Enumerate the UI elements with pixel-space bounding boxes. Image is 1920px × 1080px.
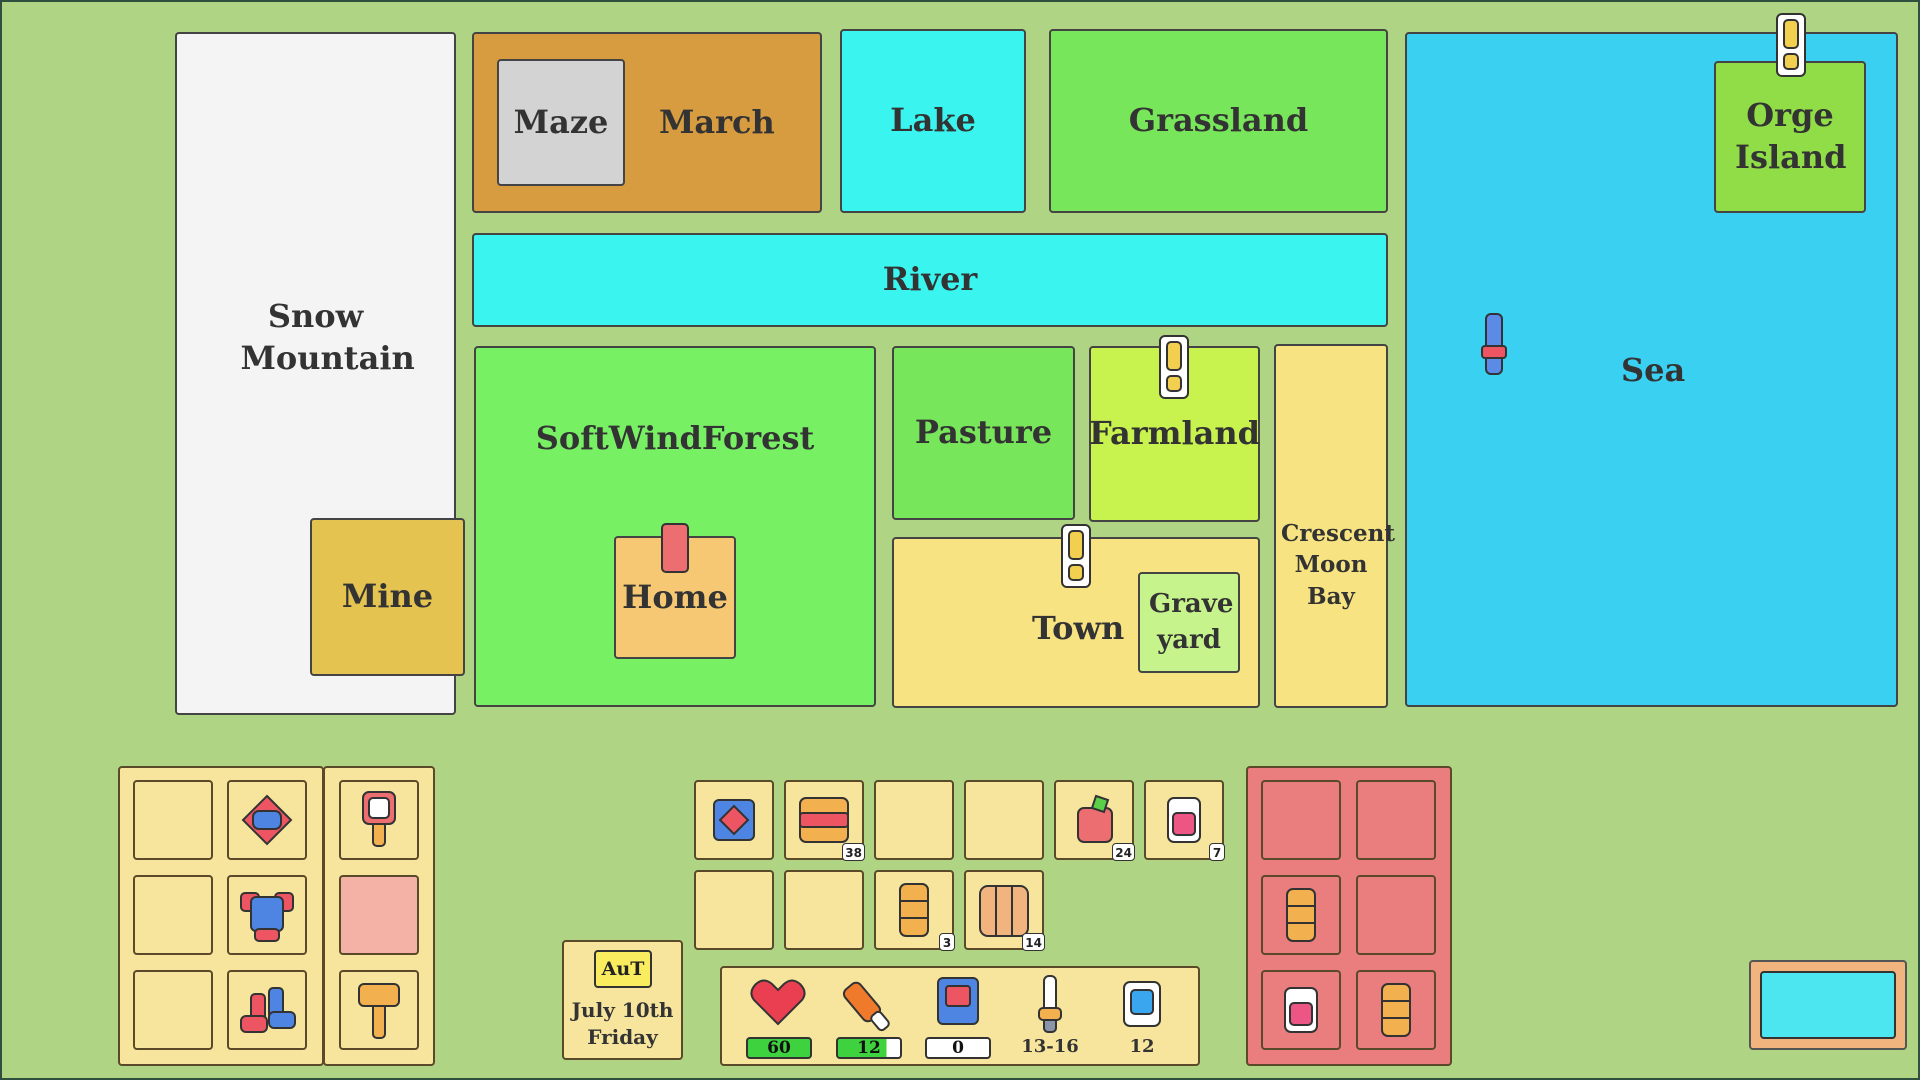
date-text: July 10th bbox=[571, 998, 674, 1022]
jam-jar-icon bbox=[1284, 987, 1318, 1033]
region-grassland[interactable]: Grassland bbox=[1049, 29, 1388, 213]
equipment-slot[interactable] bbox=[227, 875, 307, 955]
wood-log-icon bbox=[979, 885, 1029, 937]
item-count: 7 bbox=[1209, 843, 1225, 861]
region-label: River bbox=[882, 260, 978, 299]
region-label: SoftWindForest bbox=[535, 419, 815, 457]
equipment-slot[interactable] bbox=[227, 970, 307, 1050]
gem-icon bbox=[713, 799, 755, 841]
health-value: 60 bbox=[767, 1038, 791, 1058]
region-label: Mine bbox=[341, 577, 434, 616]
storage-slot[interactable] bbox=[1261, 875, 1341, 955]
season-badge: AuT bbox=[594, 950, 652, 988]
exclamation-marker-icon[interactable] bbox=[1776, 13, 1806, 77]
storage-slot[interactable] bbox=[1261, 780, 1341, 860]
thermometer-icon bbox=[1038, 975, 1062, 1033]
region-crescent-moon-bay[interactable]: Crescent Moon Bay bbox=[1274, 344, 1395, 708]
region-label: Snow Mountain bbox=[240, 297, 415, 377]
storage-slot[interactable] bbox=[1356, 970, 1436, 1050]
jam-jar-icon bbox=[1167, 797, 1201, 843]
region-label: Sea bbox=[1621, 351, 1686, 389]
region-label: Orge Island bbox=[1735, 96, 1847, 176]
storage-slot[interactable] bbox=[1356, 875, 1436, 955]
calendar-panel: AuT July 10th Friday bbox=[562, 940, 683, 1060]
exclamation-marker-icon[interactable] bbox=[1061, 524, 1091, 588]
temperature-value: 13-16 bbox=[1021, 1036, 1079, 1057]
heart-icon bbox=[750, 979, 806, 1026]
tool-slot[interactable] bbox=[339, 970, 419, 1050]
region-mine[interactable]: Mine bbox=[310, 518, 465, 676]
weekday-text: Friday bbox=[587, 1025, 658, 1049]
honey-jar-icon bbox=[1381, 983, 1411, 1037]
inventory-slot[interactable] bbox=[694, 870, 774, 950]
gold-bar: 0 bbox=[925, 1037, 991, 1059]
player-marker-icon bbox=[661, 523, 689, 573]
gold-value: 0 bbox=[952, 1038, 964, 1058]
region-label: Lake bbox=[890, 101, 976, 140]
tool-slot[interactable] bbox=[339, 780, 419, 860]
chestplate-icon bbox=[240, 892, 294, 942]
storage-slot[interactable] bbox=[1356, 780, 1436, 860]
exclamation-marker-icon[interactable] bbox=[1159, 335, 1189, 399]
region-label: Home bbox=[622, 577, 728, 616]
inventory-slot[interactable] bbox=[784, 870, 864, 950]
inventory-slot[interactable]: 24 bbox=[1054, 780, 1135, 861]
region-lake[interactable]: Lake bbox=[840, 29, 1026, 213]
honey-jar-icon bbox=[1286, 888, 1316, 942]
water-basin-button[interactable] bbox=[1749, 960, 1907, 1050]
inventory-slot[interactable]: 14 bbox=[964, 870, 1045, 951]
region-label: Farmland bbox=[1089, 414, 1260, 453]
tool-slot[interactable] bbox=[339, 875, 419, 955]
region-orge-island[interactable]: Orge Island bbox=[1714, 61, 1866, 213]
inventory-slot[interactable]: 3 bbox=[874, 870, 955, 951]
magnifier-icon bbox=[362, 791, 396, 847]
region-label: Town bbox=[1032, 608, 1125, 647]
region-river[interactable]: River bbox=[472, 233, 1388, 327]
boots-icon bbox=[240, 987, 296, 1033]
armor-charm-icon bbox=[241, 794, 293, 846]
inventory-slot[interactable]: 7 bbox=[1144, 780, 1225, 861]
equipment-slot[interactable] bbox=[133, 970, 213, 1050]
region-graveyard[interactable]: Grave yard bbox=[1138, 572, 1240, 673]
hammer-icon bbox=[358, 983, 400, 1039]
honey-jar-icon bbox=[899, 883, 929, 937]
carrot-icon bbox=[842, 981, 890, 1032]
region-label: Grave yard bbox=[1149, 589, 1234, 655]
health-bar: 60 bbox=[746, 1037, 812, 1059]
boat-marker-icon[interactable] bbox=[1479, 312, 1509, 376]
region-label: Pasture bbox=[914, 413, 1053, 452]
region-maze[interactable]: Maze bbox=[497, 59, 625, 186]
bread-icon bbox=[799, 797, 849, 843]
stamina-value: 12 bbox=[857, 1038, 881, 1058]
coin-block-icon bbox=[937, 977, 979, 1025]
stats-panel: 60 12 0 13-16 12 bbox=[720, 966, 1200, 1066]
item-count: 24 bbox=[1112, 843, 1135, 861]
equipment-slot[interactable] bbox=[227, 780, 307, 860]
stamina-bar: 12 bbox=[836, 1037, 902, 1059]
inventory-slot[interactable] bbox=[874, 780, 954, 860]
region-label: Crescent Moon Bay bbox=[1281, 520, 1395, 610]
water-value: 12 bbox=[1129, 1036, 1155, 1057]
region-label: March bbox=[659, 102, 775, 141]
inventory-slot[interactable] bbox=[694, 780, 774, 860]
water-bottle-icon bbox=[1123, 981, 1161, 1027]
region-label: Grassland bbox=[1128, 101, 1309, 140]
item-count: 38 bbox=[842, 843, 865, 861]
inventory-slot[interactable]: 38 bbox=[784, 780, 865, 861]
equipment-slot[interactable] bbox=[133, 780, 213, 860]
water-basin-screen bbox=[1760, 971, 1896, 1039]
item-count: 14 bbox=[1022, 933, 1045, 951]
equipment-slot[interactable] bbox=[133, 875, 213, 955]
storage-slot[interactable] bbox=[1261, 970, 1341, 1050]
region-label: Maze bbox=[513, 102, 609, 141]
region-pasture[interactable]: Pasture bbox=[892, 346, 1075, 520]
inventory-slot[interactable] bbox=[964, 780, 1044, 860]
item-count: 3 bbox=[939, 933, 955, 951]
apple-icon bbox=[1077, 794, 1113, 843]
